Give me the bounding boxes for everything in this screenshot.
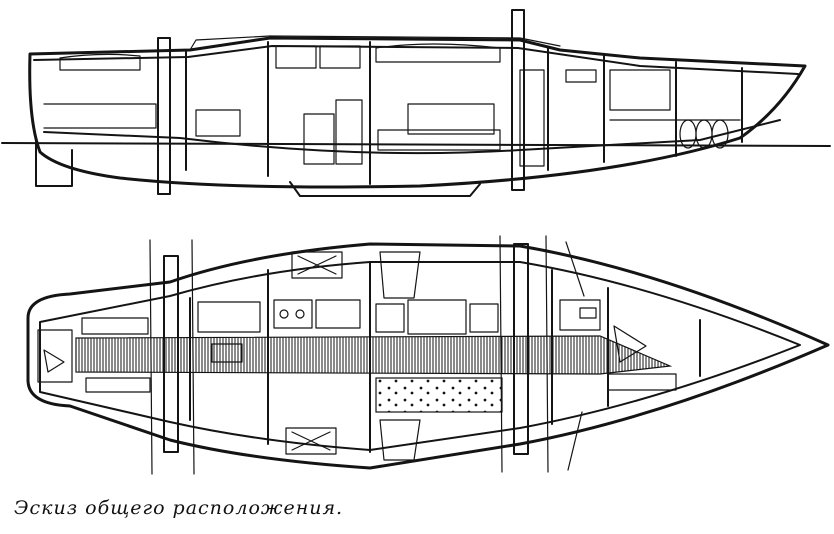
- rigging-line: [567, 411, 583, 471]
- sail-bags: [679, 119, 729, 149]
- hull-profile: [28, 36, 807, 189]
- deck-window: [59, 53, 141, 71]
- coachroof: [189, 35, 561, 51]
- main-mast: [511, 9, 525, 191]
- aft-berth: [43, 103, 157, 129]
- aft-cockpit: [37, 317, 151, 393]
- bulkheads: [185, 41, 743, 185]
- plan-bulkheads: [189, 261, 701, 453]
- deck-plan-view: [26, 235, 830, 475]
- sail-locker-lower: [285, 419, 421, 461]
- galley: [197, 299, 361, 363]
- saloon: [375, 299, 503, 413]
- deck-line: [33, 45, 799, 75]
- rudder: [35, 139, 73, 187]
- forward-cabin: [559, 299, 677, 391]
- rigging-line: [565, 241, 585, 297]
- saloon-seat: [377, 129, 501, 151]
- mizzen-mast: [157, 37, 171, 195]
- lockers: [195, 45, 671, 167]
- deck-edge: [39, 261, 801, 451]
- gangway-floor: [75, 335, 673, 375]
- sail-locker-upper: [291, 251, 421, 299]
- figure-caption: Эскиз общего расположения.: [14, 497, 344, 519]
- side-profile-view: [1, 9, 831, 197]
- waterline: [1, 142, 831, 147]
- keel: [289, 181, 481, 197]
- cabin-sole: [43, 119, 781, 155]
- hull-plan: [26, 242, 830, 470]
- deck-window: [375, 43, 501, 63]
